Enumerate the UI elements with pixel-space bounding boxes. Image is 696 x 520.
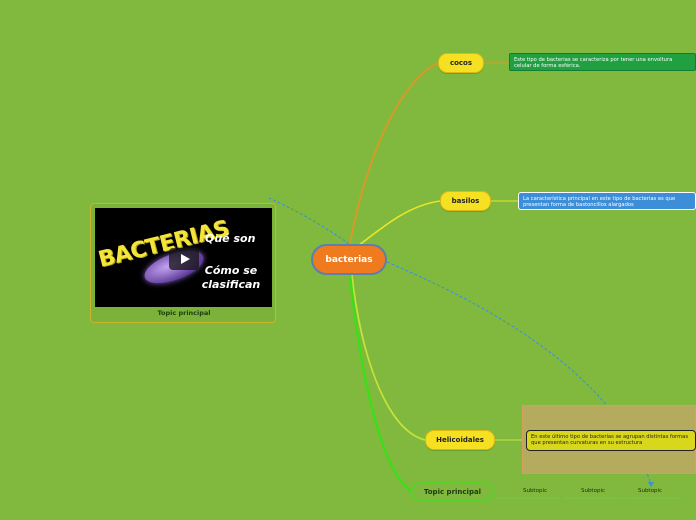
branch-node-basilos[interactable]: basilos [440, 191, 491, 211]
connector-cocos [349, 62, 439, 245]
video-thumbnail[interactable]: BACTERIAS Qué son Cómo se clasifican [95, 208, 272, 307]
note-cocos[interactable]: Este tipo de bacterias se caracteriza po… [509, 53, 696, 71]
dashed-relation-video [268, 197, 350, 245]
branch-node-topic[interactable]: Topic principal [411, 482, 494, 501]
central-node[interactable]: bacterias [311, 244, 387, 275]
connector-helicoidales [351, 274, 426, 441]
dashed-arrowhead [648, 482, 654, 487]
video-question-2: Cómo se clasifican [201, 264, 261, 291]
video-card-label: Topic principal [157, 309, 211, 317]
video-question-1: Qué son [205, 232, 256, 245]
connector-topic [348, 274, 412, 493]
branch-node-helicoidales[interactable]: Helicoidales [425, 430, 495, 450]
note-helicoidales[interactable]: En este último tipo de bacterias se agru… [526, 430, 696, 451]
branch-node-cocos[interactable]: cocos [438, 53, 484, 73]
subtopic-3[interactable]: Subtopic [637, 488, 663, 494]
note-basilos[interactable]: La característica principal en este tipo… [518, 192, 696, 210]
play-icon[interactable] [169, 248, 199, 270]
connector-basilos [357, 200, 441, 247]
subtopic-1[interactable]: Subtopic [522, 488, 548, 494]
subtopic-2[interactable]: Subtopic [580, 488, 606, 494]
video-topic-card[interactable]: BACTERIAS Qué son Cómo se clasifican Top… [90, 203, 276, 323]
